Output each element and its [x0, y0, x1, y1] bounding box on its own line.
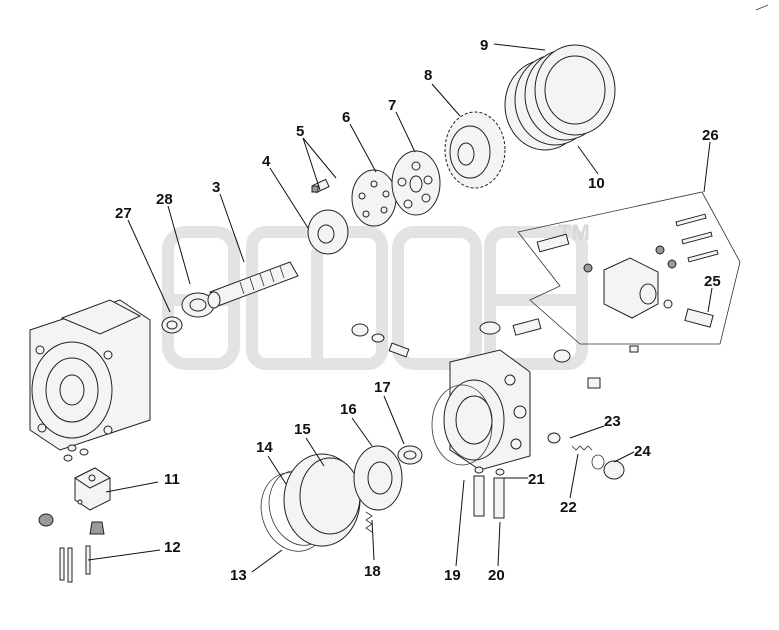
callout-16: 16 — [340, 401, 357, 418]
callout-17: 17 — [374, 379, 391, 396]
part-18-spring — [365, 511, 373, 533]
callout-3: 3 — [212, 179, 220, 196]
part-9-10-ring-stack — [504, 44, 616, 151]
small-washers — [63, 444, 89, 462]
part-12-bolts — [59, 545, 91, 583]
part-19-rear-housing — [443, 349, 531, 471]
callout-28: 28 — [156, 191, 173, 208]
callout-5: 5 — [296, 123, 304, 140]
callout-13: 13 — [230, 567, 247, 584]
callout-20: 20 — [488, 567, 505, 584]
callout-6: 6 — [342, 109, 350, 126]
part-27-washer — [161, 316, 183, 334]
callout-14: 14 — [256, 439, 273, 456]
callout-4: 4 — [262, 153, 271, 170]
callout-22: 22 — [560, 499, 577, 516]
part-26-assembly-outline — [517, 191, 741, 345]
part-6-valve-plate — [351, 169, 397, 227]
part-16-plate — [353, 445, 403, 511]
callout-9: 9 — [480, 37, 488, 54]
callout-15: 15 — [294, 421, 311, 438]
callout-23: 23 — [604, 413, 621, 430]
part-28-bearing — [181, 292, 215, 318]
leader-lines — [87, 43, 713, 573]
part-11-valve-block — [74, 467, 111, 511]
callout-26: 26 — [702, 127, 719, 144]
callout-21: 21 — [528, 471, 545, 488]
part-22-23-24 — [547, 432, 625, 480]
corner-mark — [755, 4, 769, 11]
part-19-oring — [431, 384, 493, 466]
callout-19: 19 — [444, 567, 461, 584]
callout-24: 24 — [634, 443, 651, 460]
part-17-bearing — [397, 445, 423, 465]
part-3-shaft — [207, 261, 299, 309]
callout-12: 12 — [164, 539, 181, 556]
callout-11: 11 — [164, 471, 180, 488]
callout-8: 8 — [424, 67, 432, 84]
callout-25: 25 — [704, 273, 721, 290]
callout-18: 18 — [364, 563, 381, 580]
part-front-housing — [29, 299, 151, 451]
part-15-cover — [283, 453, 361, 547]
part-7-cylinder-block — [391, 150, 441, 216]
part-26-assembly-parts — [536, 213, 719, 328]
callout-7: 7 — [388, 97, 396, 114]
part-5-pins — [311, 178, 330, 194]
part-20-21-cartridges — [473, 466, 505, 519]
part-8-gear — [444, 111, 506, 189]
part-seals-center — [351, 318, 639, 389]
part-plugs — [38, 513, 105, 535]
part-4-thrust-plate — [307, 209, 349, 255]
callout-labels: 9 8 7 6 5 4 3 28 27 10 26 25 11 12 13 14… — [115, 37, 721, 584]
callout-27: 27 — [115, 205, 132, 222]
callout-10: 10 — [588, 175, 605, 192]
